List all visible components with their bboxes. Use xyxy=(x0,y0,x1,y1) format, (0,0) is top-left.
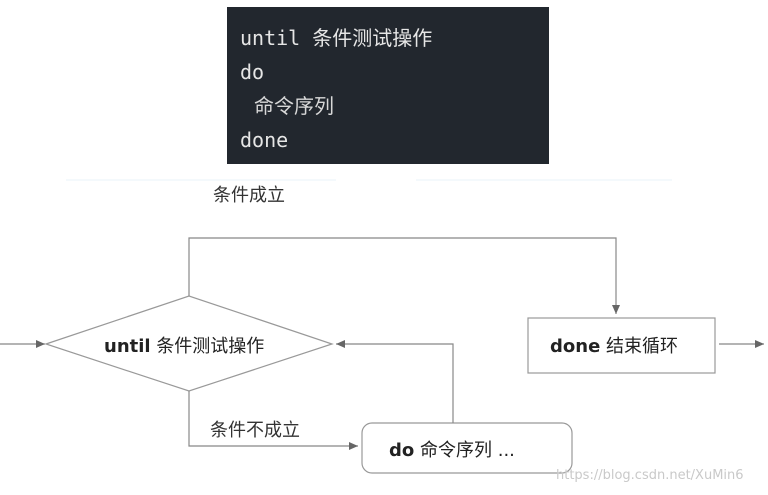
code-line-commands: 命令序列 xyxy=(254,94,334,118)
decision-label: until 条件测试操作 xyxy=(104,332,264,358)
decision-text: 条件测试操作 xyxy=(156,336,265,357)
code-block: until 条件测试操作 do 命令序列 done xyxy=(227,7,549,164)
code-line-done: done xyxy=(240,128,289,152)
code-line-until: until 条件测试操作 xyxy=(240,26,433,50)
false-path-line xyxy=(188,391,358,450)
do-text: 命令序列 ... xyxy=(420,440,515,461)
true-path-line xyxy=(188,237,620,314)
condition-true-label: 条件成立 xyxy=(213,185,285,206)
do-box xyxy=(361,422,573,474)
done-text: 结束循环 xyxy=(606,336,679,357)
do-keyword: do xyxy=(389,440,415,461)
code-line-do: do xyxy=(240,60,265,84)
done-box-label: done 结束循环 xyxy=(550,332,678,358)
loop-back-line xyxy=(336,340,454,423)
decision-diamond xyxy=(44,295,334,392)
watermark-text: https://blog.csdn.net/XuMin6 xyxy=(556,468,744,483)
decision-keyword: until xyxy=(104,336,151,357)
condition-false-label: 条件不成立 xyxy=(210,420,300,441)
do-box-label: do 命令序列 ... xyxy=(389,436,515,462)
done-box xyxy=(527,317,716,374)
done-keyword: done xyxy=(550,336,601,357)
